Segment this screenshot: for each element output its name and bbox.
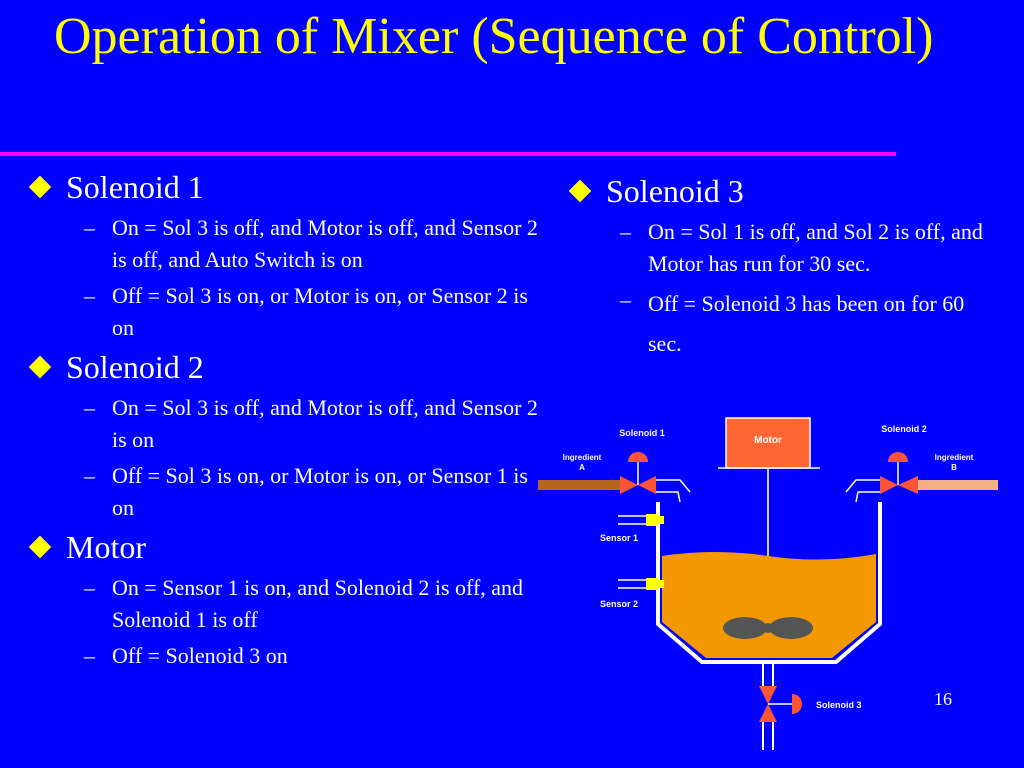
sub-item-text: On = Sensor 1 is on, and Solenoid 2 is o… xyxy=(112,575,524,632)
dash-icon: – xyxy=(84,395,95,420)
dash-icon: – xyxy=(84,215,95,240)
bullet-solenoid-1: Solenoid 1 xyxy=(28,168,538,206)
solenoid-3-label: Solenoid 3 xyxy=(816,700,862,710)
solenoid-2-valve-right xyxy=(898,476,918,494)
diamond-bullet-icon xyxy=(568,179,592,203)
solenoid-1-valve-left xyxy=(620,476,638,494)
mixer-diagram: Motor Ingredient A Solenoid 1 Ingredient… xyxy=(538,417,998,750)
solenoid-2-actuator xyxy=(888,452,908,462)
tank-wall xyxy=(656,502,882,664)
solenoid-1-outlet xyxy=(656,479,691,503)
sub-item: – Off = Sol 3 is on, or Motor is on, or … xyxy=(84,280,538,344)
impeller-hub xyxy=(763,623,773,633)
solenoid-1-actuator xyxy=(628,452,648,462)
motor-box xyxy=(725,417,811,469)
diamond-bullet-icon xyxy=(28,355,52,379)
bullet-heading: Solenoid 3 xyxy=(606,173,744,209)
solenoid-2-valve-left xyxy=(880,476,898,494)
solenoid-1-valve-right xyxy=(638,476,656,494)
sensor-2-tip xyxy=(658,580,664,588)
dash-icon: – xyxy=(620,219,631,244)
left-column: Solenoid 1 – On = Sol 3 is off, and Moto… xyxy=(28,168,538,676)
solenoid-3-valve-top xyxy=(759,686,777,704)
ingredient-a-pipe xyxy=(538,480,620,490)
bullet-solenoid-3: Solenoid 3 xyxy=(568,172,988,210)
sensor-2-block xyxy=(646,578,658,590)
slide-title: Operation of Mixer (Sequence of Control) xyxy=(54,8,934,65)
bullet-motor: Motor xyxy=(28,528,538,566)
ingredient-a-label: Ingredient xyxy=(563,453,602,462)
impeller-blade-left xyxy=(723,617,767,639)
sensor-1-label: Sensor 1 xyxy=(600,533,638,543)
ingredient-b-label-2: B xyxy=(951,463,957,472)
sub-item: – Off = Solenoid 3 on xyxy=(84,640,538,672)
sub-item: – On = Sol 3 is off, and Motor is off, a… xyxy=(84,392,538,456)
title-divider xyxy=(0,152,896,156)
bullet-heading: Solenoid 2 xyxy=(66,349,204,385)
ingredient-a-label-2: A xyxy=(579,463,585,472)
motor-label: Motor xyxy=(754,435,782,446)
dash-icon: – xyxy=(84,643,95,668)
sub-item-text: On = Sol 3 is off, and Motor is off, and… xyxy=(112,215,538,272)
page-number: 16 xyxy=(934,689,952,709)
sub-item: – On = Sensor 1 is on, and Solenoid 2 is… xyxy=(84,572,538,636)
impeller-blade-right xyxy=(769,617,813,639)
sub-item: – On = Sol 1 is off, and Sol 2 is off, a… xyxy=(620,216,988,280)
right-column: Solenoid 3 – On = Sol 1 is off, and Sol … xyxy=(568,172,988,368)
bullet-heading: Motor xyxy=(66,529,146,565)
ingredient-b-label: Ingredient xyxy=(935,453,974,462)
sensor-2-label: Sensor 2 xyxy=(600,599,638,609)
sub-item-text: On = Sol 3 is off, and Motor is off, and… xyxy=(112,395,538,452)
solenoid-1-label: Solenoid 1 xyxy=(619,428,665,438)
ingredient-b-pipe xyxy=(918,480,998,490)
sub-item: – Off = Sol 3 is on, or Motor is on, or … xyxy=(84,460,538,524)
diamond-bullet-icon xyxy=(28,175,52,199)
sensor-1-tip xyxy=(658,516,664,524)
sub-item-text: Off = Solenoid 3 has been on for 60 sec. xyxy=(648,291,965,356)
bullet-heading: Solenoid 1 xyxy=(66,169,204,205)
sub-item: – On = Sol 3 is off, and Motor is off, a… xyxy=(84,212,538,276)
dash-icon: – xyxy=(84,283,95,308)
solenoid-3-valve-bottom xyxy=(759,704,777,722)
sub-item-text: On = Sol 1 is off, and Sol 2 is off, and… xyxy=(648,219,983,276)
sub-item-text: Off = Sol 3 is on, or Motor is on, or Se… xyxy=(112,283,528,340)
bullet-solenoid-2: Solenoid 2 xyxy=(28,348,538,386)
dash-icon: – xyxy=(84,463,95,488)
sensor-1-block xyxy=(646,514,658,526)
diamond-bullet-icon xyxy=(28,535,52,559)
sub-item-text: Off = Sol 3 is on, or Motor is on, or Se… xyxy=(112,463,528,520)
dash-icon: – xyxy=(84,575,95,600)
dash-icon: – xyxy=(620,287,631,312)
sub-item-text: Off = Solenoid 3 on xyxy=(112,643,288,668)
solenoid-3-actuator xyxy=(792,694,802,714)
sub-item: – Off = Solenoid 3 has been on for 60 se… xyxy=(620,284,988,364)
solenoid-2-label: Solenoid 2 xyxy=(881,424,927,434)
solenoid-2-outlet xyxy=(845,479,880,503)
tank-liquid xyxy=(662,552,876,658)
